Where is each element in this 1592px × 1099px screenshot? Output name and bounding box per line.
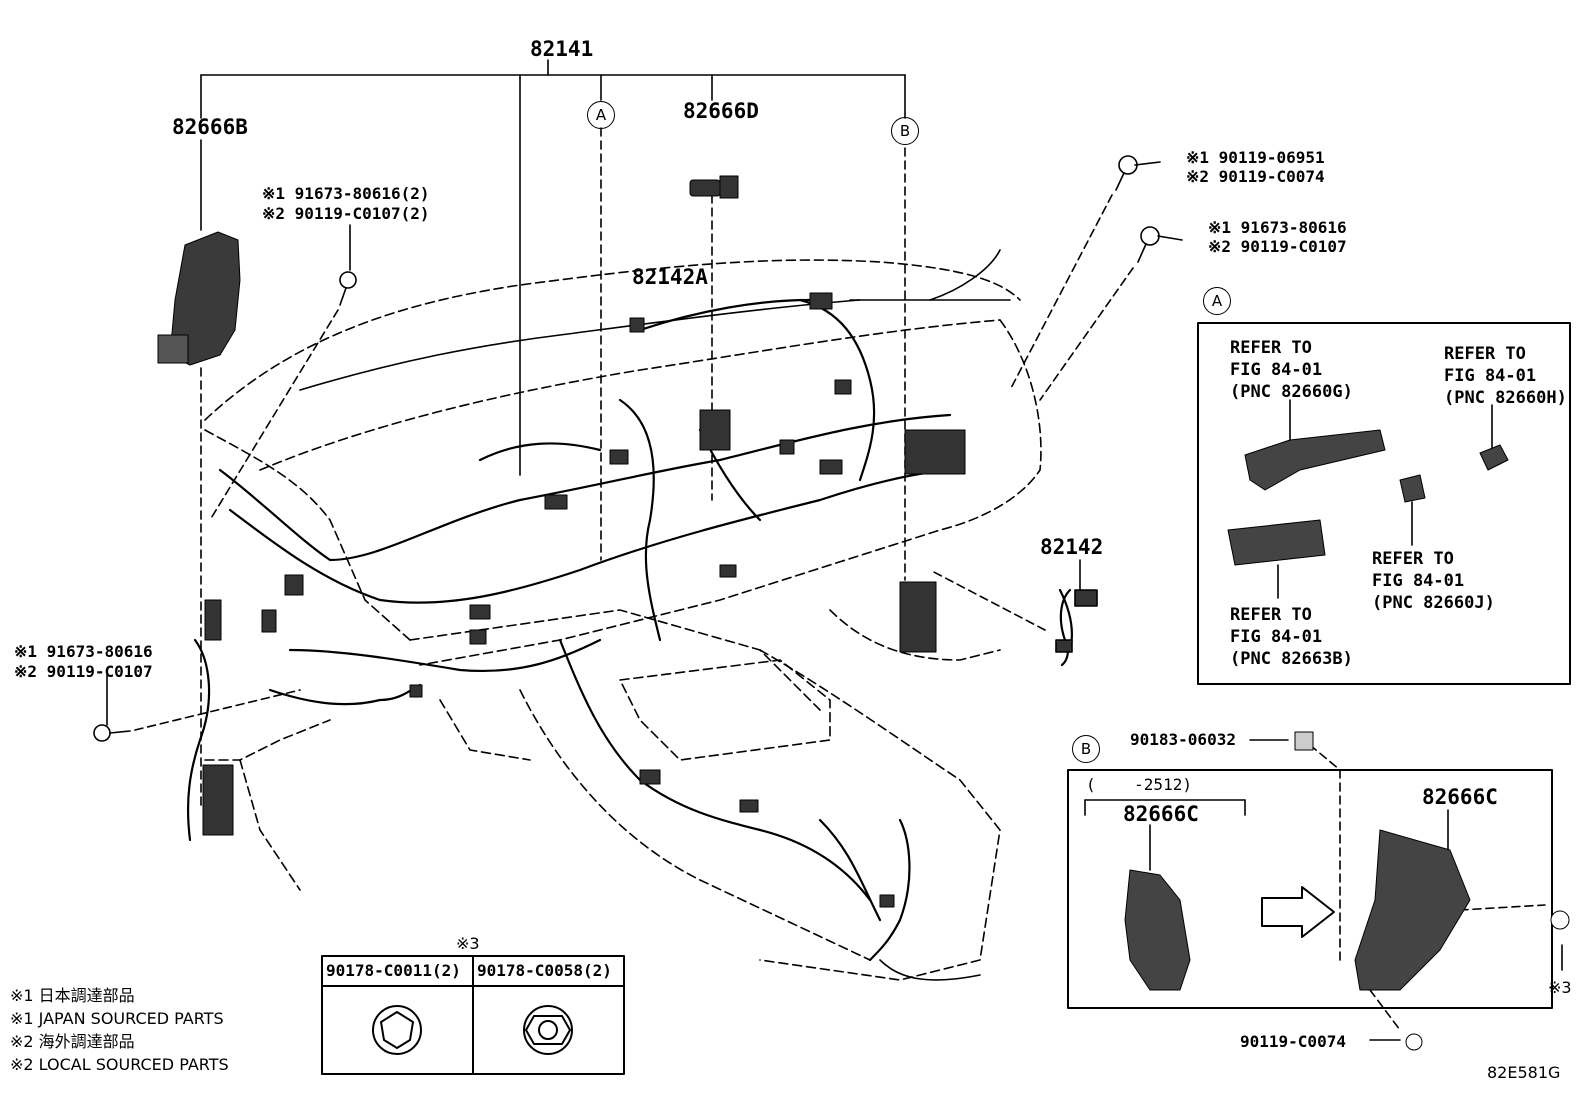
marker-a-detail: A [1203, 287, 1231, 315]
harness-82142 [1055, 559, 1098, 667]
nut-col1-label: 90178-C0011(2) [326, 961, 461, 980]
legend-line4: ※2 LOCAL SOURCED PARTS [10, 1055, 229, 1074]
detail-b-dashed [1309, 744, 1546, 1031]
nut-hex-icon [523, 1005, 573, 1055]
bracket-82666B [157, 231, 241, 366]
marker-b-detail: B [1072, 735, 1100, 763]
old-part-82666C: 82666C [1123, 802, 1199, 826]
figure-code: 82E581G [1487, 1063, 1561, 1082]
bolt-90119-C0074: 90119-C0074 [1240, 1032, 1346, 1051]
marker-b-main: B [891, 117, 919, 145]
screw-top-center-icon [339, 271, 357, 306]
screw-top-right2-line2: ※2 90119-C0107 [1208, 237, 1347, 256]
nut-flange-icon [372, 1005, 422, 1055]
detail-b-box [1067, 769, 1553, 1009]
screw-top-right1-line1: ※1 90119-06951 [1186, 148, 1325, 167]
legend-line1: ※1 日本調達部品 [10, 986, 135, 1005]
detail-a-leaders [1277, 399, 1493, 599]
note3-b: ※3 [1548, 978, 1572, 997]
detail-b-lines [1084, 739, 1563, 1041]
screw-top-right1-icon [1115, 155, 1138, 191]
note3-table: ※3 [456, 934, 480, 953]
screw-top-right2-icon [1137, 226, 1160, 263]
screw-dashed-leaders [134, 194, 1134, 731]
screw-top-center-line2: ※2 90119-C0107(2) [262, 204, 430, 223]
wire-harness [186, 298, 1074, 962]
clip-82666D [689, 175, 739, 199]
callout-82141: 82141 [530, 37, 594, 61]
callout-82666B: 82666B [172, 115, 248, 139]
callout-82142A: 82142A [632, 265, 708, 289]
nut-table [321, 955, 625, 1075]
new-part-82666C: 82666C [1422, 785, 1498, 809]
dashboard-outline [204, 259, 1042, 981]
arrow-icon [1261, 886, 1335, 938]
range-label: ( -2512) [1086, 775, 1192, 794]
nut-col2-label: 90178-C0058(2) [477, 961, 612, 980]
harness-connectors [202, 292, 966, 908]
screw-top-right1-line2: ※2 90119-C0074 [1186, 167, 1325, 186]
screw-left-icon [93, 724, 131, 742]
legend-line2: ※1 JAPAN SOURCED PARTS [10, 1009, 224, 1028]
detail-a-box [1197, 322, 1571, 685]
screw-left-line1: ※1 91673-80616 [14, 642, 153, 661]
screw-left-line2: ※2 90119-C0107 [14, 662, 153, 681]
marker-a-main: A [587, 101, 615, 129]
screw-top-right2-line1: ※1 91673-80616 [1208, 218, 1347, 237]
detail-b-parts [1124, 731, 1570, 1051]
clip-90183-06032: 90183-06032 [1130, 730, 1236, 749]
legend: ※1 日本調達部品 ※1 JAPAN SOURCED PARTS ※2 海外調達… [10, 984, 229, 1076]
dashboard-solid-lines [299, 249, 1011, 981]
callout-82141-leaders [200, 59, 906, 811]
screw-leaders [106, 161, 1183, 726]
callout-82666D: 82666D [683, 99, 759, 123]
detail-a-parts [1227, 429, 1509, 566]
nut-icons [372, 1005, 573, 1055]
legend-line3: ※2 海外調達部品 [10, 1032, 135, 1051]
callout-82142: 82142 [1040, 535, 1104, 559]
screw-top-center-line1: ※1 91673-80616(2) [262, 184, 430, 203]
